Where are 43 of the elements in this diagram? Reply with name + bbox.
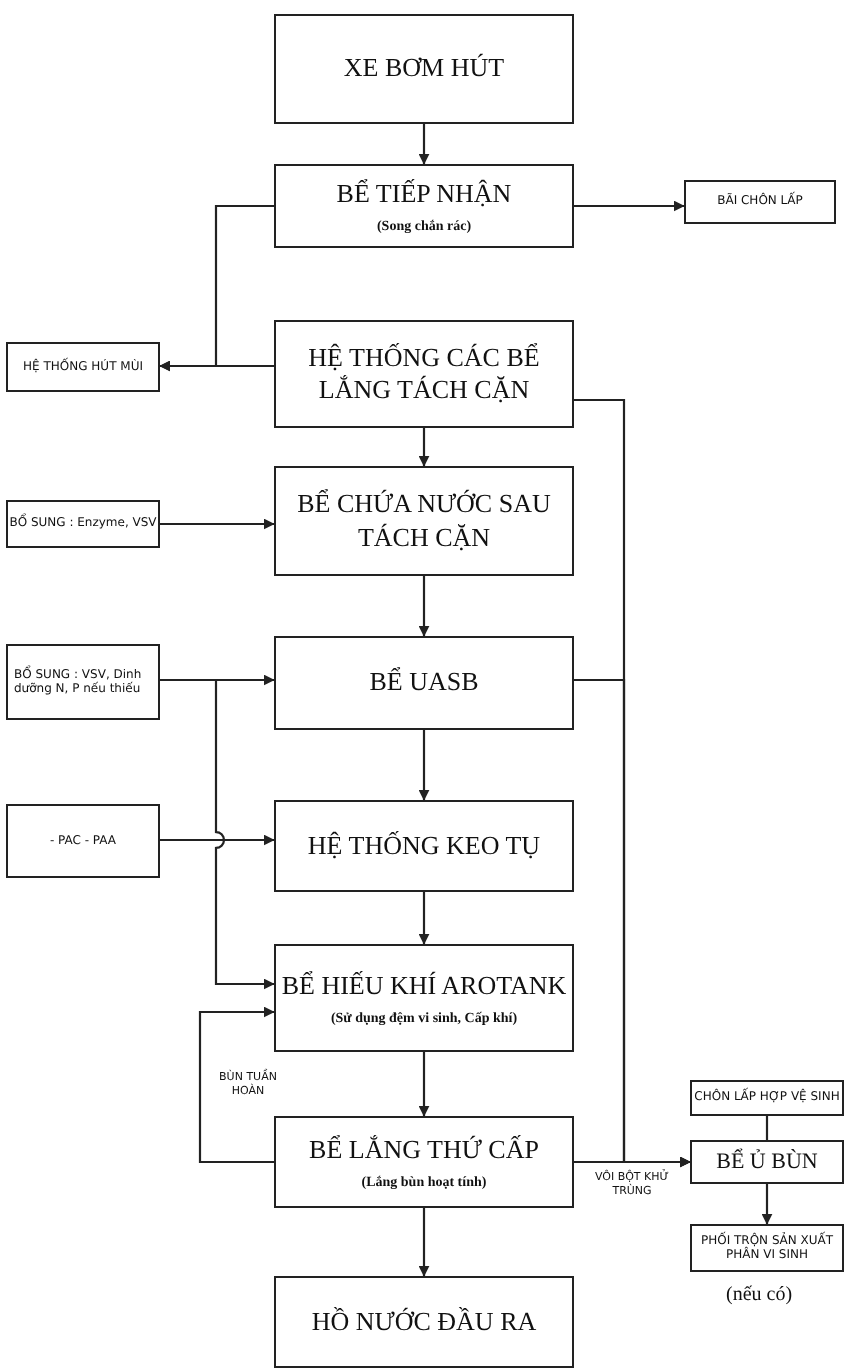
box-note: (nếu có) [726, 1284, 793, 1306]
box-title: HỆ THỐNG KEO TỤ [307, 829, 541, 863]
note-box [6, 342, 160, 392]
note-box [690, 1140, 844, 1184]
connector-arrow [418, 730, 430, 801]
process-box [274, 320, 574, 428]
note-box [6, 804, 160, 878]
box-title: BỂ TIẾP NHẬN [336, 178, 512, 212]
box-title: BỂ Ủ BÙN [716, 1150, 818, 1174]
connector-arrow [761, 1184, 773, 1225]
connector-arrow [418, 892, 430, 945]
process-box [274, 636, 574, 730]
connector-arrow [418, 1208, 430, 1277]
note-box [690, 1080, 844, 1116]
connector-arrow [418, 124, 430, 165]
process-box [274, 14, 574, 124]
box-title: XE BƠM HÚT [343, 52, 505, 86]
box-title: HỆ THỐNG CÁC BỂ LẮNG TÁCH CẶN [306, 341, 542, 407]
connector-arrow [574, 200, 685, 212]
connector-arrow [574, 678, 691, 1168]
box-title: BỂ HIẾU KHÍ AROTANK [281, 970, 567, 1004]
process-box [274, 466, 574, 576]
connector-arrow [159, 360, 274, 372]
note-box [6, 500, 160, 548]
note-box [684, 180, 836, 224]
process-box [274, 1116, 574, 1208]
connector-arrow [160, 518, 275, 530]
note-box [6, 644, 160, 720]
connector-arrow [418, 576, 430, 637]
connector-arrow [418, 1052, 430, 1117]
process-box [274, 164, 574, 248]
connector-arrow [160, 834, 275, 846]
box-title: BỂ CHỨA NƯỚC SAU TÁCH CẶN [295, 488, 553, 554]
box-title: BỂ LẮNG THỨ CẤP [309, 1134, 539, 1168]
process-box [274, 800, 574, 892]
box-title: HỒ NƯỚC ĐẦU RA [311, 1305, 537, 1339]
box-title: BỂ UASB [369, 666, 479, 700]
connector-arrow [418, 428, 430, 467]
process-box [274, 1276, 574, 1368]
connector-arrow [160, 678, 275, 990]
note-box [690, 1224, 844, 1272]
connector-arrow [198, 1006, 275, 1164]
process-box [274, 944, 574, 1052]
